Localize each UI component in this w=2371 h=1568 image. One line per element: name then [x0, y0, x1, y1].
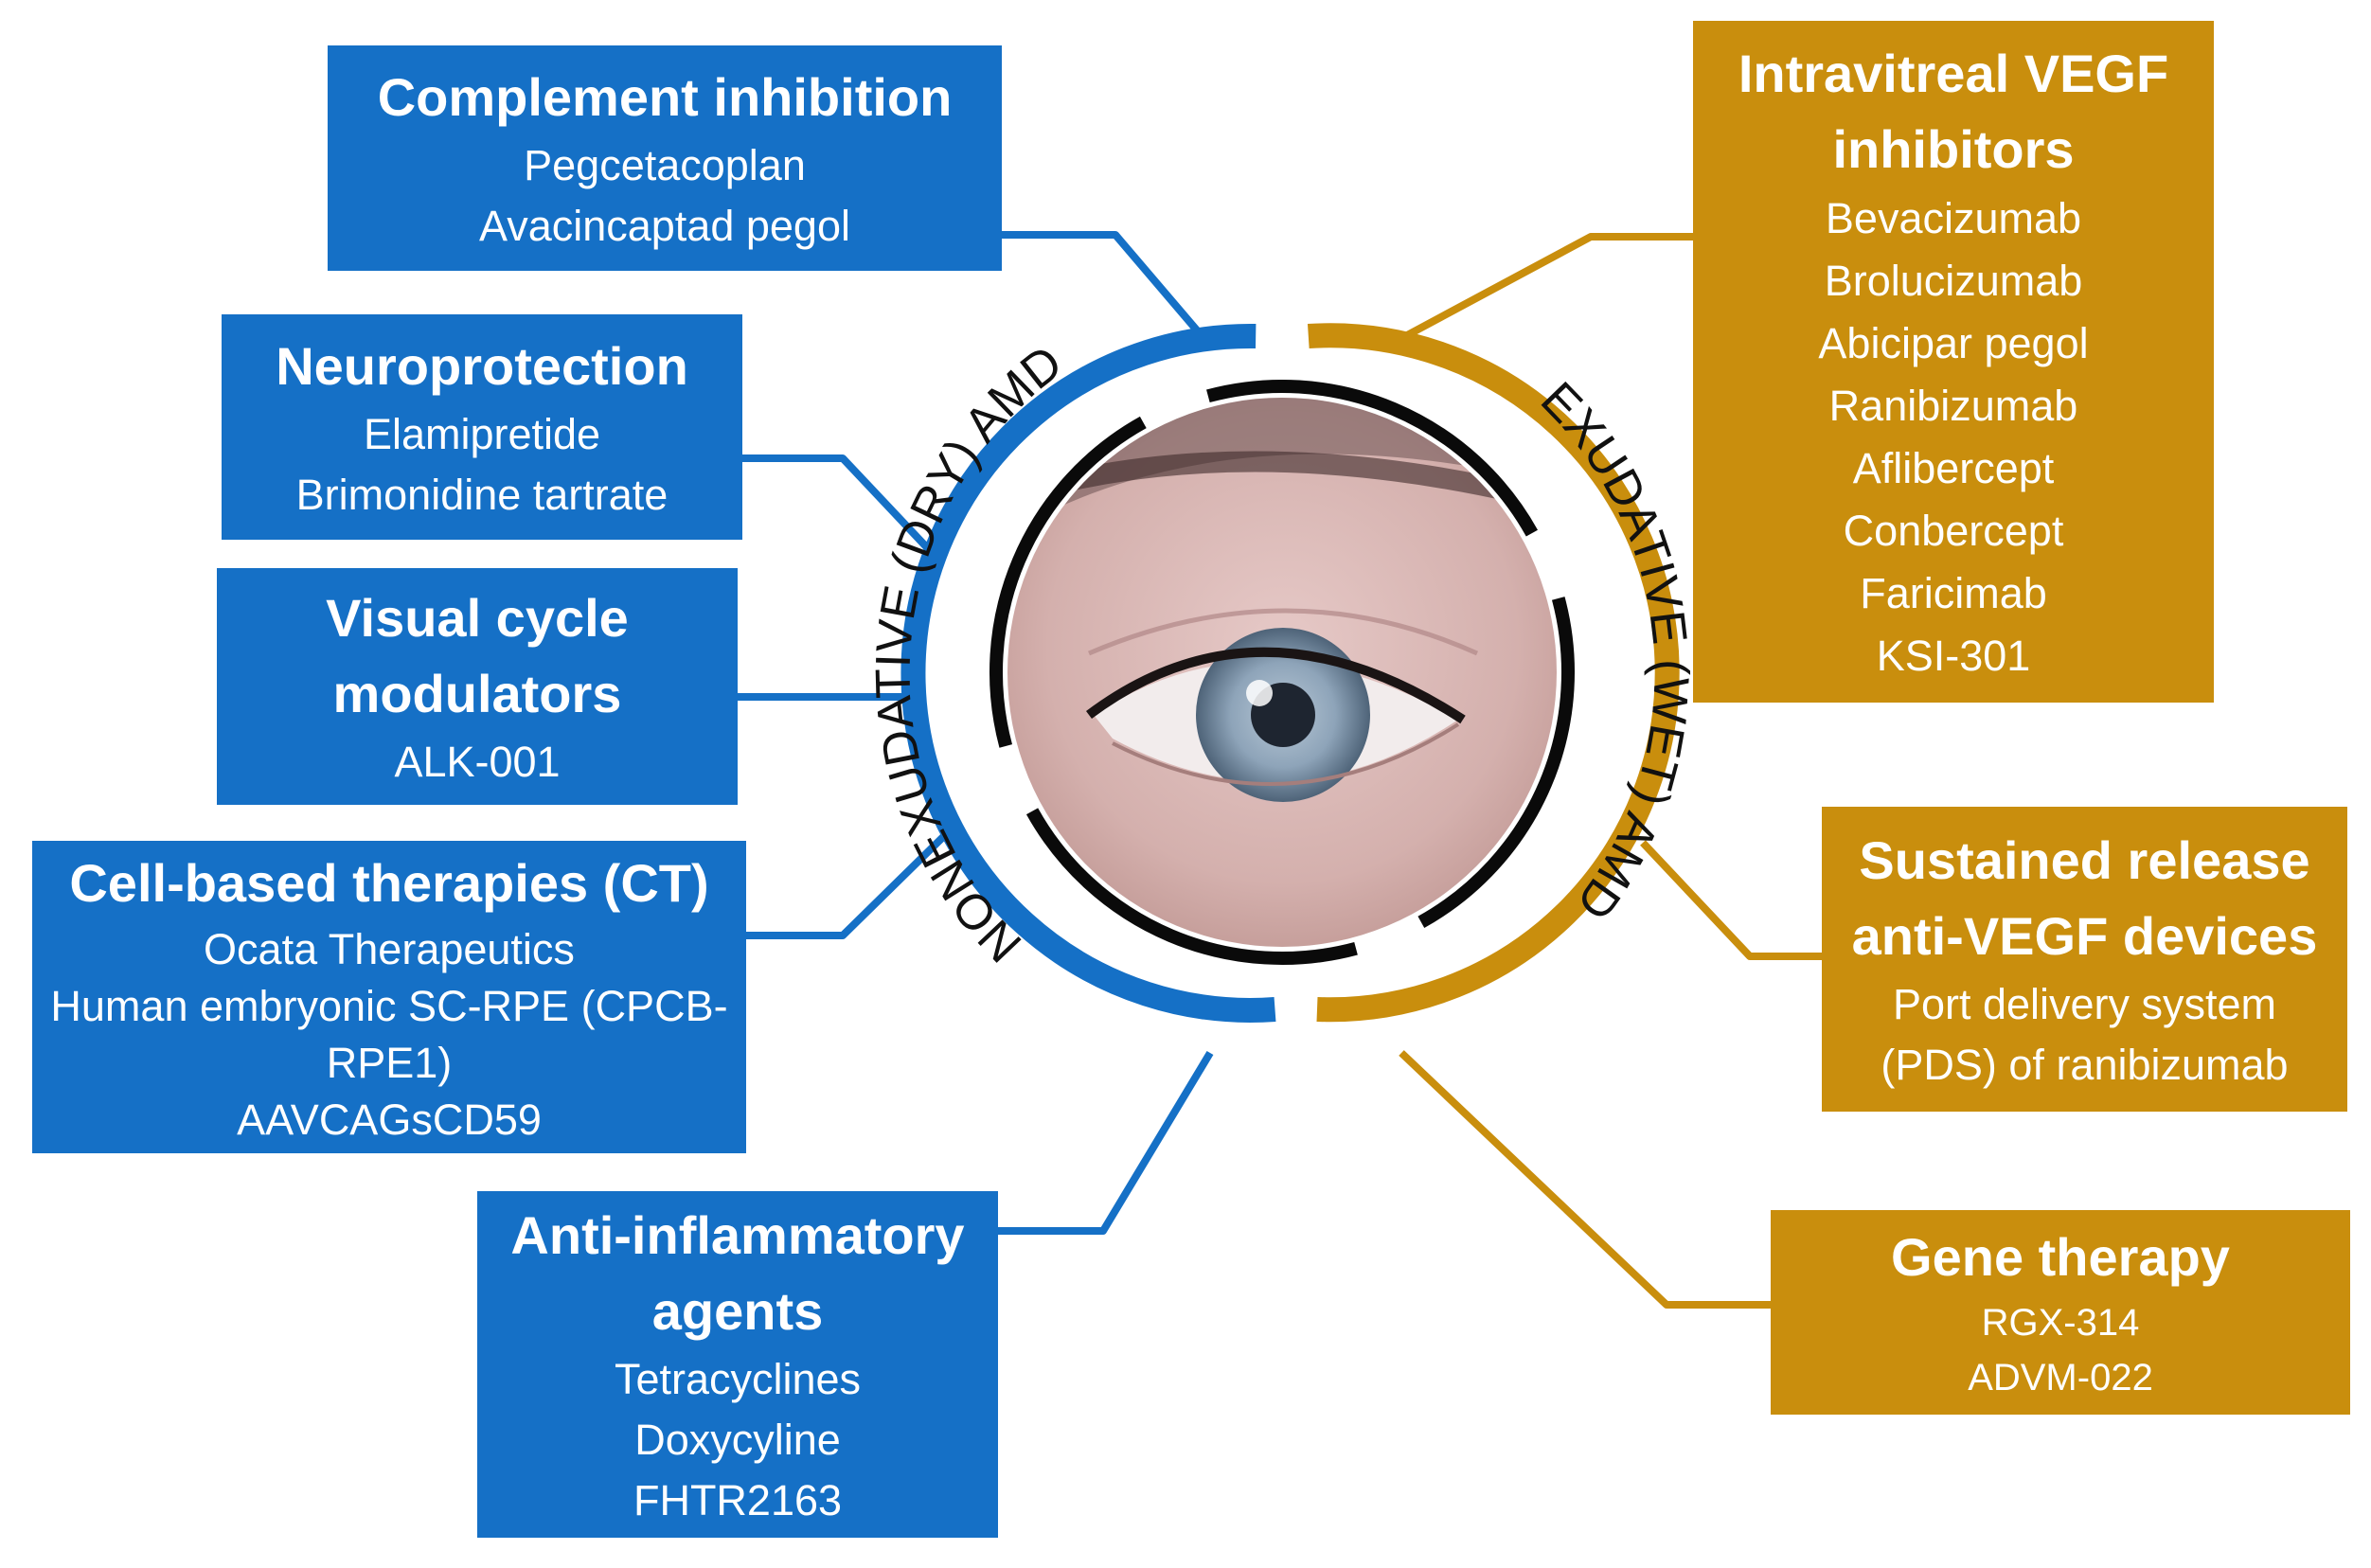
inner-black-ring: [989, 380, 1575, 965]
box-visual-cycle-modulators: Visual cycle modulators ALK-001: [217, 568, 738, 805]
box-neuroprotection: Neuroprotection Elamipretide Brimonidine…: [222, 314, 742, 540]
connector-cell: [746, 830, 950, 939]
connector-vegf: [1395, 233, 1693, 345]
box-complement-inhibition: Complement inhibition Pegcetacoplan Avac…: [328, 45, 1002, 271]
therapy-item: Ranibizumab: [1828, 382, 2078, 430]
therapy-item: Brolucizumab: [1824, 257, 2083, 305]
therapy-item: Ocata Therapeutics: [204, 925, 575, 973]
box-title: Anti-inflammatory agents: [510, 1205, 965, 1341]
wet-connectors: [1395, 233, 1822, 1309]
box-cell-based-therapies: Cell-based therapies (CT) Ocata Therapeu…: [32, 841, 746, 1153]
therapy-item: Elamipretide: [363, 410, 601, 458]
therapy-item: Human embryonic SC-RPE (CPCB-RPE1): [50, 982, 728, 1087]
box-intravitreal-vegf-inhibitors: Intravitreal VEGF inhibitors Bevacizumab…: [1693, 21, 2214, 703]
therapy-item: Faricimab: [1860, 569, 2047, 617]
therapy-item: KSI-301: [1876, 632, 2031, 680]
box-title: Sustained release anti-VEGF devices: [1851, 830, 2318, 966]
therapy-item: Aflibercept: [1852, 444, 2055, 492]
therapy-item: Conbercept: [1843, 507, 2064, 555]
box-title: Neuroprotection: [276, 336, 688, 396]
dry-connectors: [738, 231, 1214, 1235]
therapy-item: Doxycyline: [634, 1416, 841, 1464]
therapy-item: Avacincaptad pegol: [479, 202, 850, 250]
therapy-item: Tetracyclines: [614, 1355, 862, 1403]
therapy-item: FHTR2163: [633, 1476, 843, 1524]
connector-sustained: [1640, 840, 1822, 960]
box-title: Intravitreal VEGF inhibitors: [1738, 44, 2169, 179]
connector-antiinf: [998, 1050, 1214, 1235]
box-title: Visual cycle modulators: [326, 588, 629, 723]
box-title: Complement inhibition: [377, 67, 953, 127]
therapy-item: ALK-001: [394, 738, 561, 786]
therapy-item: Port delivery system (PDS) of ranibizuma…: [1881, 980, 2289, 1089]
box-anti-inflammatory-agents: Anti-inflammatory agents Tetracyclines D…: [477, 1191, 998, 1538]
box-gene-therapy: Gene therapy RGX-314 ADVM-022: [1771, 1210, 2350, 1415]
box-sustained-release-devices: Sustained release anti-VEGF devices Port…: [1822, 807, 2347, 1112]
therapy-item: Abicipar pegol: [1818, 319, 2089, 367]
box-title: Gene therapy: [1891, 1227, 2230, 1287]
dry-outer-arc: [900, 323, 1276, 1023]
therapy-item: Brimonidine tartrate: [295, 471, 669, 519]
eye-photo: [1007, 398, 1557, 947]
wet-outer-arc: [1307, 323, 1680, 1023]
box-title: Cell-based therapies (CT): [69, 853, 709, 913]
therapy-item: ADVM-022: [1968, 1357, 2153, 1399]
connector-complement: [1002, 231, 1202, 334]
therapy-item: AAVCAGsCD59: [237, 1096, 542, 1144]
connector-gene: [1399, 1050, 1771, 1309]
therapy-item: Bevacizumab: [1825, 194, 2082, 242]
connector-neuro: [742, 454, 940, 561]
therapy-item: Pegcetacoplan: [524, 141, 806, 189]
therapy-item: RGX-314: [1981, 1302, 2140, 1344]
